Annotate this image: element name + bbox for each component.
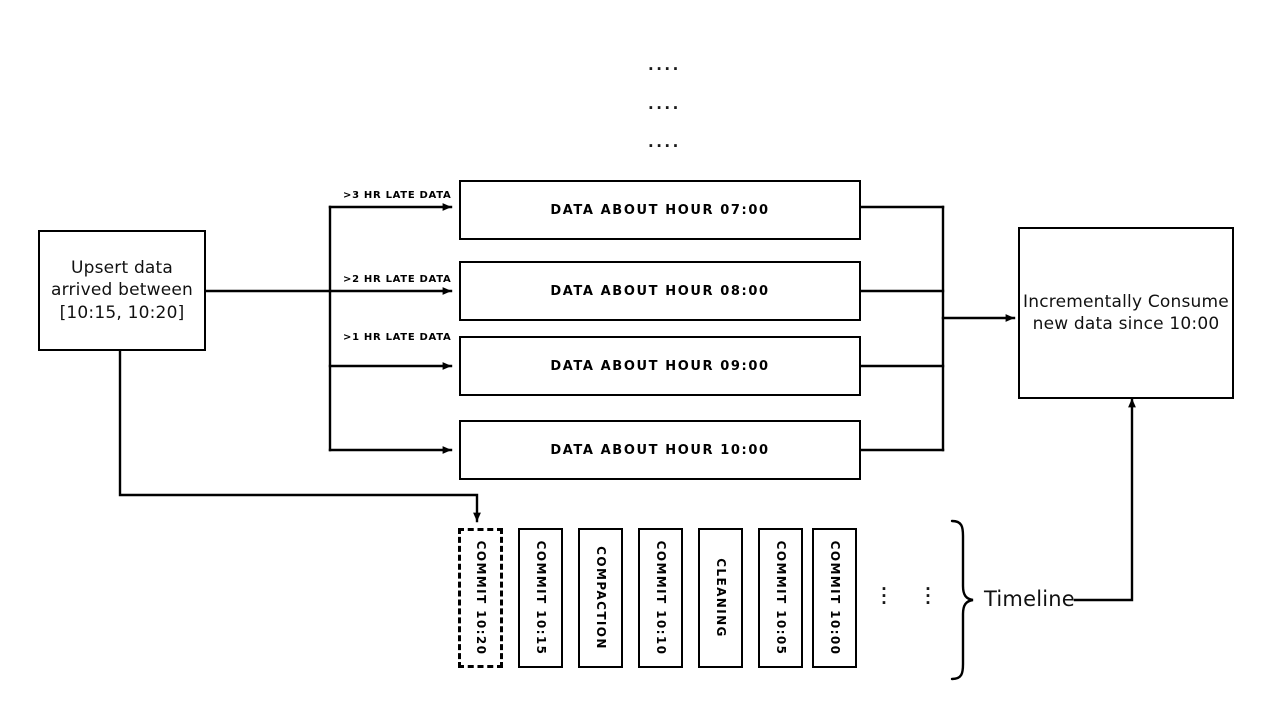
arrow-label-2hr: >2 HR LATE DATA	[343, 274, 452, 285]
timeline-compaction-label: COMPACTION	[593, 546, 608, 650]
timeline-commit-10-05-label: COMMIT 10:05	[773, 540, 788, 656]
ellipsis-top-3: ....	[648, 133, 681, 151]
timeline-commit-10-10-label: COMMIT 10:10	[653, 540, 668, 656]
upsert-line-2: arrived between	[50, 280, 194, 301]
data-box-hour-07[interactable]: DATA ABOUT HOUR 07:00	[459, 180, 861, 240]
timeline-commit-10-05[interactable]: COMMIT 10:05	[758, 528, 803, 668]
connector-timeline-to-consume	[1073, 397, 1136, 602]
data-box-hour-08[interactable]: DATA ABOUT HOUR 08:00	[459, 261, 861, 321]
timeline-brace-icon	[950, 519, 974, 681]
data-box-hour-08-label: DATA ABOUT HOUR 08:00	[550, 283, 770, 299]
arrow-label-3hr: >3 HR LATE DATA	[343, 190, 452, 201]
timeline-commit-10-15[interactable]: COMMIT 10:15	[518, 528, 563, 668]
data-box-hour-10[interactable]: DATA ABOUT HOUR 10:00	[459, 420, 861, 480]
timeline-compaction[interactable]: COMPACTION	[578, 528, 623, 668]
consume-line-1: Incrementally Consume	[1023, 291, 1229, 312]
incremental-consume-box[interactable]: Incrementally Consume new data since 10:…	[1018, 227, 1234, 399]
timeline-commit-10-00[interactable]: COMMIT 10:00	[812, 528, 857, 668]
upsert-source-box[interactable]: Upsert data arrived between [10:15, 10:2…	[38, 230, 206, 351]
timeline-cleaning-label: CLEANING	[713, 558, 728, 638]
timeline-commit-10-20[interactable]: COMMIT 10:20	[458, 528, 503, 668]
timeline-commit-10-20-label: COMMIT 10:20	[473, 540, 488, 656]
data-box-hour-09-label: DATA ABOUT HOUR 09:00	[550, 358, 770, 374]
timeline-commit-10-10[interactable]: COMMIT 10:10	[638, 528, 683, 668]
data-box-hour-10-label: DATA ABOUT HOUR 10:00	[550, 442, 770, 458]
incremental-consume-text: Incrementally Consume new data since 10:…	[1023, 291, 1229, 336]
upsert-source-text: Upsert data arrived between [10:15, 10:2…	[51, 257, 193, 324]
ellipsis-top-2: ....	[648, 95, 681, 113]
consume-line-2: new data since 10:00	[1032, 314, 1220, 334]
timeline-commit-10-00-label: COMMIT 10:00	[827, 540, 842, 656]
timeline-cleaning[interactable]: CLEANING	[698, 528, 743, 668]
connector-source-to-commit	[118, 349, 481, 523]
timeline-label: Timeline	[984, 587, 1075, 611]
timeline-ellipsis-2: ···	[925, 580, 931, 612]
timeline-ellipsis-1: ···	[881, 580, 887, 612]
data-box-hour-07-label: DATA ABOUT HOUR 07:00	[550, 202, 770, 218]
ellipsis-top-1: ....	[648, 56, 681, 74]
data-box-hour-09[interactable]: DATA ABOUT HOUR 09:00	[459, 336, 861, 396]
upsert-line-1: Upsert data	[70, 257, 174, 278]
upsert-line-3: [10:15, 10:20]	[59, 302, 185, 323]
arrow-label-1hr: >1 HR LATE DATA	[343, 332, 452, 343]
timeline-commit-10-15-label: COMMIT 10:15	[533, 540, 548, 656]
